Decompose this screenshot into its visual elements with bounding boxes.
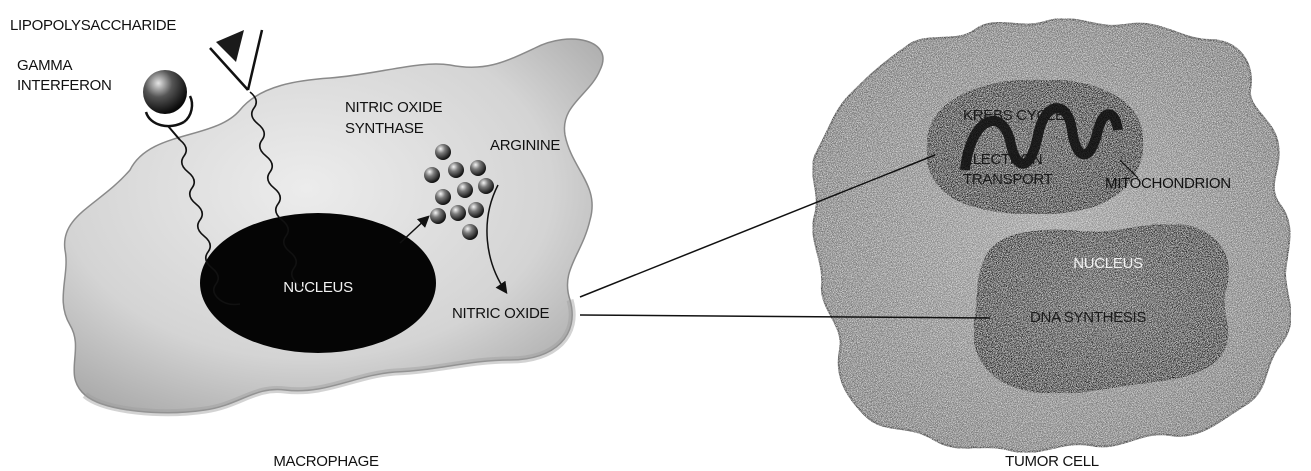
tumor-nucleus-label: NUCLEUS — [1073, 255, 1143, 272]
nitric-oxide-synthase-label-line2: SYNTHASE — [345, 120, 424, 137]
tumor-cell-label: TUMOR CELL — [1005, 453, 1099, 470]
macrophage-label: MACROPHAGE — [273, 453, 379, 470]
nitric-oxide-synthase-label-line1: NITRIC OXIDE — [345, 99, 443, 116]
electron-transport-label-line1: ELECTRON — [963, 151, 1042, 168]
mitochondrion — [927, 80, 1142, 214]
macrophage-nucleus-label: NUCLEUS — [283, 279, 353, 296]
krebs-cycle-label: KREBS CYCLE — [963, 107, 1065, 124]
nitric-oxide-label: NITRIC OXIDE — [452, 305, 550, 322]
lipopolysaccharide-triangle — [216, 30, 244, 62]
gamma-interferon-ball — [143, 70, 187, 114]
lipopolysaccharide-label: LIPOPOLYSACCHARIDE — [10, 17, 176, 34]
electron-transport-label-line2: TRANSPORT — [963, 171, 1053, 188]
gamma-interferon-label-line2: INTERFERON — [17, 77, 112, 94]
dna-synthesis-label: DNA SYNTHESIS — [1030, 309, 1146, 326]
mitochondrion-label: MITOCHONDRION — [1105, 175, 1231, 192]
arginine-label: ARGININE — [490, 137, 560, 154]
gamma-interferon-label-line1: GAMMA — [17, 57, 72, 74]
